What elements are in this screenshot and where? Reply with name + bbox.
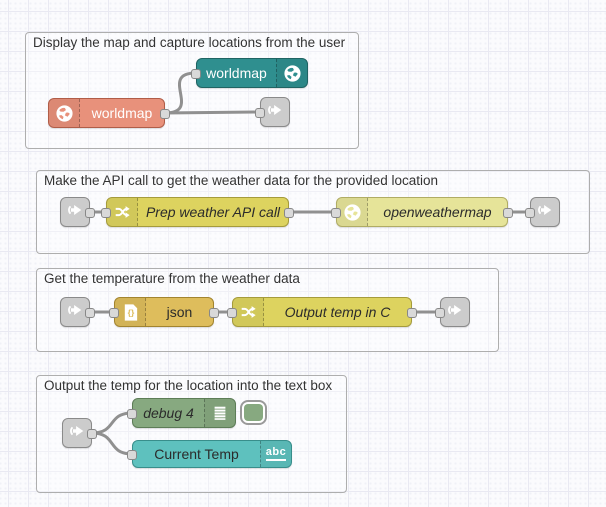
input-port[interactable] bbox=[101, 208, 111, 218]
ui-text-node-current-temp[interactable]: Current Temp abc bbox=[127, 440, 292, 468]
link-icon bbox=[536, 201, 554, 224]
input-port[interactable] bbox=[255, 108, 265, 118]
node-label: worldmap bbox=[91, 105, 153, 121]
link-in-node[interactable] bbox=[60, 197, 95, 227]
output-port[interactable] bbox=[503, 208, 513, 218]
wire[interactable] bbox=[90, 431, 134, 456]
link-out-node[interactable] bbox=[525, 197, 560, 227]
group-title: Display the map and capture locations fr… bbox=[33, 35, 346, 50]
group-display-map[interactable]: Display the map and capture locations fr… bbox=[25, 32, 359, 149]
debug-toggle-indicator bbox=[244, 404, 263, 421]
node-label: Output temp in C bbox=[284, 304, 391, 320]
link-icon bbox=[266, 101, 284, 124]
openweathermap-node[interactable]: openweathermap bbox=[331, 197, 513, 227]
worldmap-display-node[interactable]: worldmap bbox=[191, 58, 308, 88]
wire[interactable] bbox=[163, 71, 198, 115]
link-in-node[interactable] bbox=[62, 418, 97, 448]
output-port[interactable] bbox=[284, 208, 294, 218]
svg-text:{}: {} bbox=[127, 307, 134, 317]
output-port[interactable] bbox=[209, 308, 219, 318]
node-label: openweathermap bbox=[383, 204, 492, 220]
node-label: worldmap bbox=[206, 65, 267, 81]
output-port[interactable] bbox=[407, 308, 417, 318]
node-label: Current Temp bbox=[154, 446, 239, 462]
link-icon bbox=[66, 201, 84, 224]
wire[interactable] bbox=[163, 110, 262, 115]
worldmap-events-node[interactable]: worldmap bbox=[48, 98, 170, 128]
abc-text-icon: abc bbox=[260, 441, 291, 467]
input-port[interactable] bbox=[109, 308, 119, 318]
debug-node[interactable]: debug 4 bbox=[127, 398, 236, 428]
link-out-node[interactable] bbox=[435, 297, 470, 327]
input-port[interactable] bbox=[525, 208, 535, 218]
input-port[interactable] bbox=[227, 308, 237, 318]
function-shuffle-icon bbox=[107, 198, 138, 226]
node-label: json bbox=[166, 304, 193, 320]
output-port[interactable] bbox=[85, 208, 95, 218]
globe-icon bbox=[337, 198, 368, 226]
link-icon bbox=[66, 301, 84, 324]
json-file-icon: {} bbox=[115, 298, 146, 326]
input-port[interactable] bbox=[191, 69, 201, 79]
globe-icon bbox=[276, 59, 307, 87]
link-in-node[interactable] bbox=[60, 297, 95, 327]
group-title: Make the API call to get the weather dat… bbox=[44, 173, 438, 188]
input-port[interactable] bbox=[331, 208, 341, 218]
wire[interactable] bbox=[90, 411, 134, 435]
node-label: Prep weather API call bbox=[145, 204, 281, 220]
group-output-temp[interactable]: Output the temp for the location into th… bbox=[36, 375, 347, 493]
node-label: debug 4 bbox=[143, 405, 194, 421]
link-out-node[interactable] bbox=[255, 97, 290, 127]
group-title: Output the temp for the location into th… bbox=[44, 378, 333, 393]
debug-lines-icon bbox=[204, 399, 235, 427]
function-shuffle-icon bbox=[233, 298, 264, 326]
function-node-prep-weather[interactable]: Prep weather API call bbox=[101, 197, 294, 227]
link-icon bbox=[446, 301, 464, 324]
input-port[interactable] bbox=[435, 308, 445, 318]
json-node[interactable]: {} json bbox=[109, 297, 219, 327]
debug-enable-toggle[interactable] bbox=[240, 400, 267, 425]
input-port[interactable] bbox=[127, 450, 137, 460]
input-port[interactable] bbox=[127, 409, 137, 419]
function-node-output-temp[interactable]: Output temp in C bbox=[227, 297, 417, 327]
link-icon bbox=[68, 422, 86, 445]
group-title: Get the temperature from the weather dat… bbox=[44, 271, 300, 286]
output-port[interactable] bbox=[87, 429, 97, 439]
output-port[interactable] bbox=[85, 308, 95, 318]
globe-icon bbox=[49, 99, 80, 127]
output-port[interactable] bbox=[160, 109, 170, 119]
